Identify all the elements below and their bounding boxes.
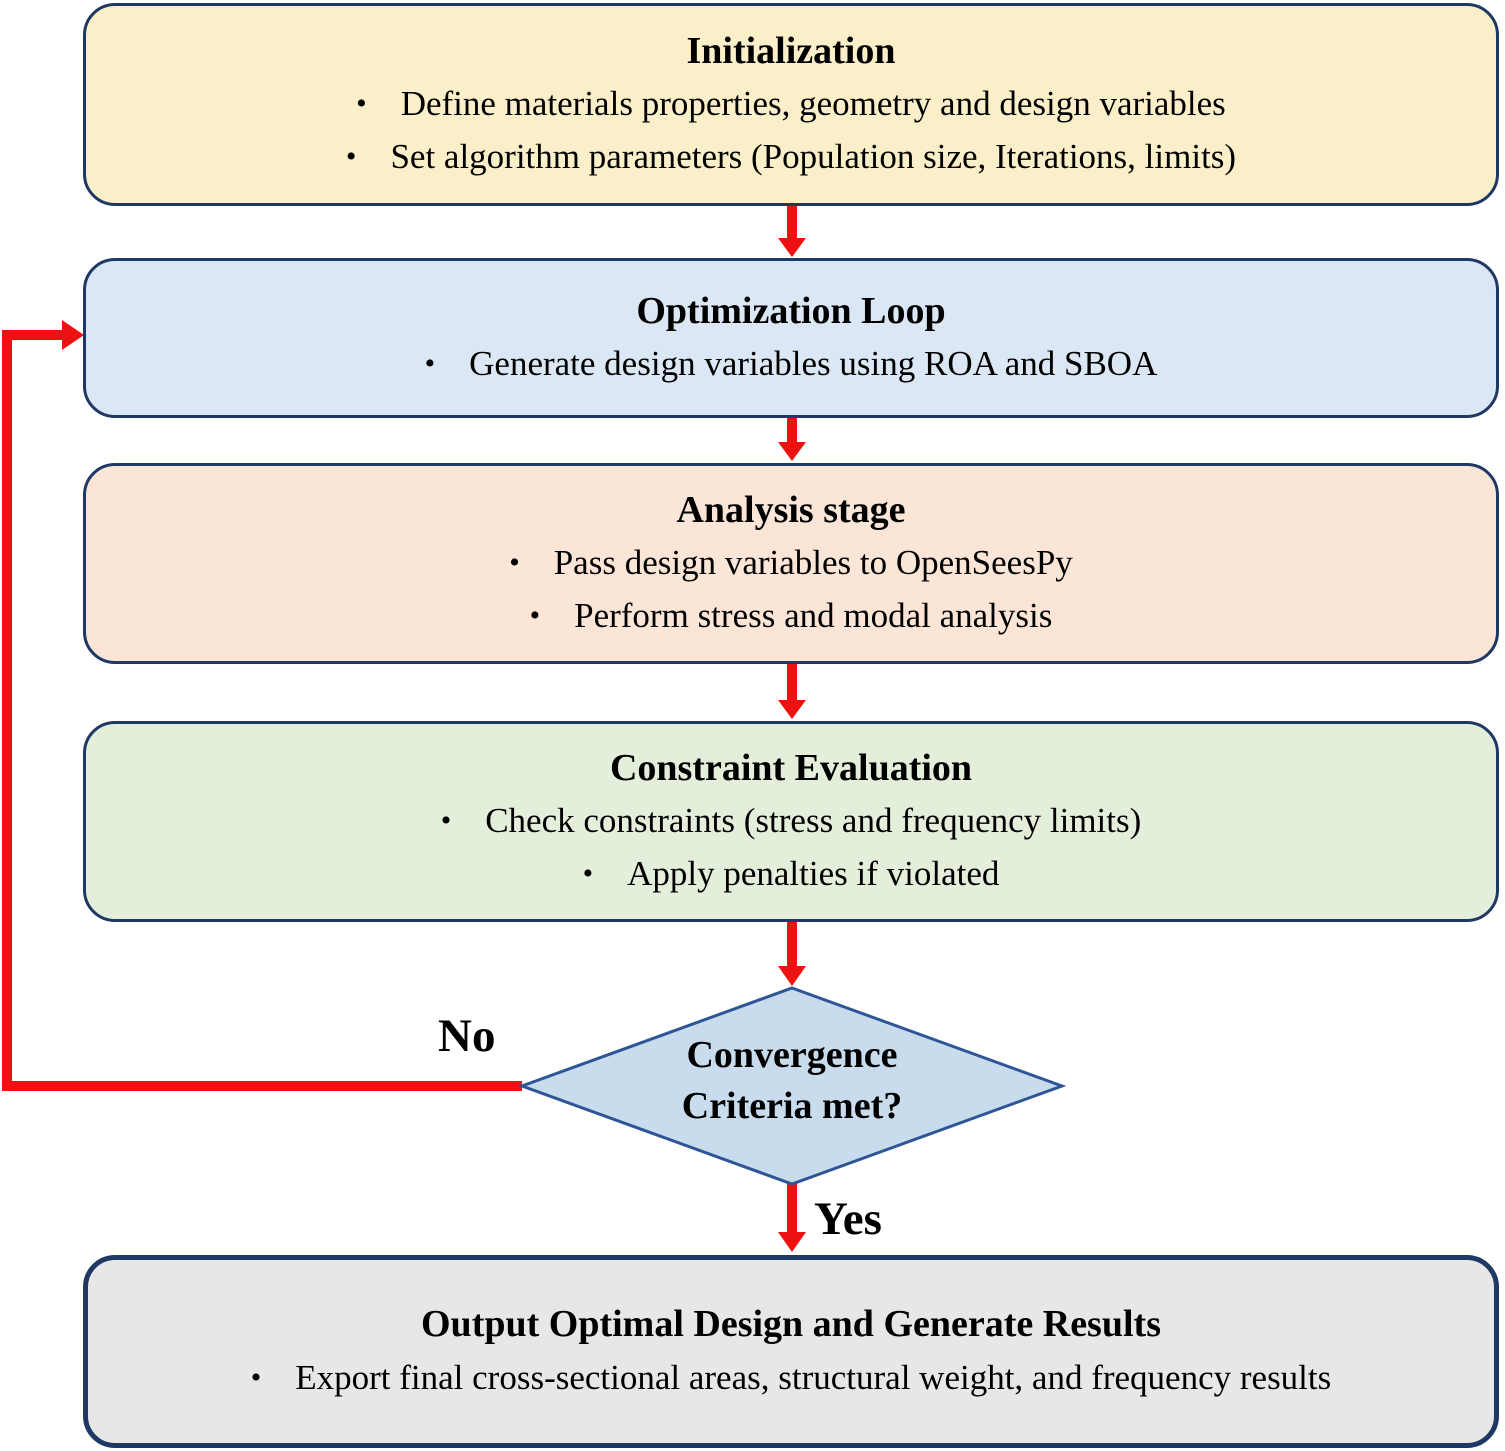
node-optimization-loop: Optimization Loop Generate design variab… <box>83 258 1499 418</box>
node-analysis-stage: Analysis stage Pass design variables to … <box>83 463 1499 664</box>
bullet-item: Export final cross-sectional areas, stru… <box>251 1357 1331 1399</box>
node-convergence-decision: Convergence Criteria met? <box>592 1030 992 1133</box>
no-loop-arrowhead-icon <box>62 320 84 350</box>
arrowhead-constraint-to-decision-icon <box>778 966 806 986</box>
bullet-item: Set algorithm parameters (Population siz… <box>346 136 1236 178</box>
bullet-item: Check constraints (stress and frequency … <box>441 800 1141 842</box>
node-title: Analysis stage <box>676 488 906 531</box>
node-title: Initialization <box>686 29 896 72</box>
decision-diamond-shape <box>517 986 1067 1186</box>
arrowhead-decision-to-output-icon <box>778 1232 806 1252</box>
bullet-item: Define materials properties, geometry an… <box>356 83 1226 125</box>
bullet-item: Perform stress and modal analysis <box>530 595 1052 637</box>
node-title: Constraint Evaluation <box>609 746 973 789</box>
node-title: Optimization Loop <box>636 289 946 332</box>
bullet-item: Generate design variables using ROA and … <box>425 343 1157 385</box>
arrowhead-analysis-to-constraint-icon <box>778 700 806 719</box>
node-title: Output Optimal Design and Generate Resul… <box>421 1303 1161 1346</box>
node-initialization: Initialization Define materials properti… <box>83 3 1499 206</box>
arrowhead-init-to-optimization-icon <box>778 238 806 257</box>
bullet-item: Pass design variables to OpenSeesPy <box>509 542 1073 584</box>
bullet-item: Apply penalties if violated <box>583 853 999 895</box>
edge-label-no: No <box>438 1010 496 1062</box>
decision-text-line1: Convergence <box>686 1034 898 1076</box>
no-loop-connector <box>2 330 522 1091</box>
arrowhead-optimization-to-analysis-icon <box>778 442 806 461</box>
edge-label-yes: Yes <box>814 1193 882 1245</box>
decision-text-line2: Criteria met? <box>681 1085 903 1128</box>
node-output-results: Output Optimal Design and Generate Resul… <box>83 1255 1499 1448</box>
node-constraint-evaluation: Constraint Evaluation Check constraints … <box>83 721 1499 922</box>
